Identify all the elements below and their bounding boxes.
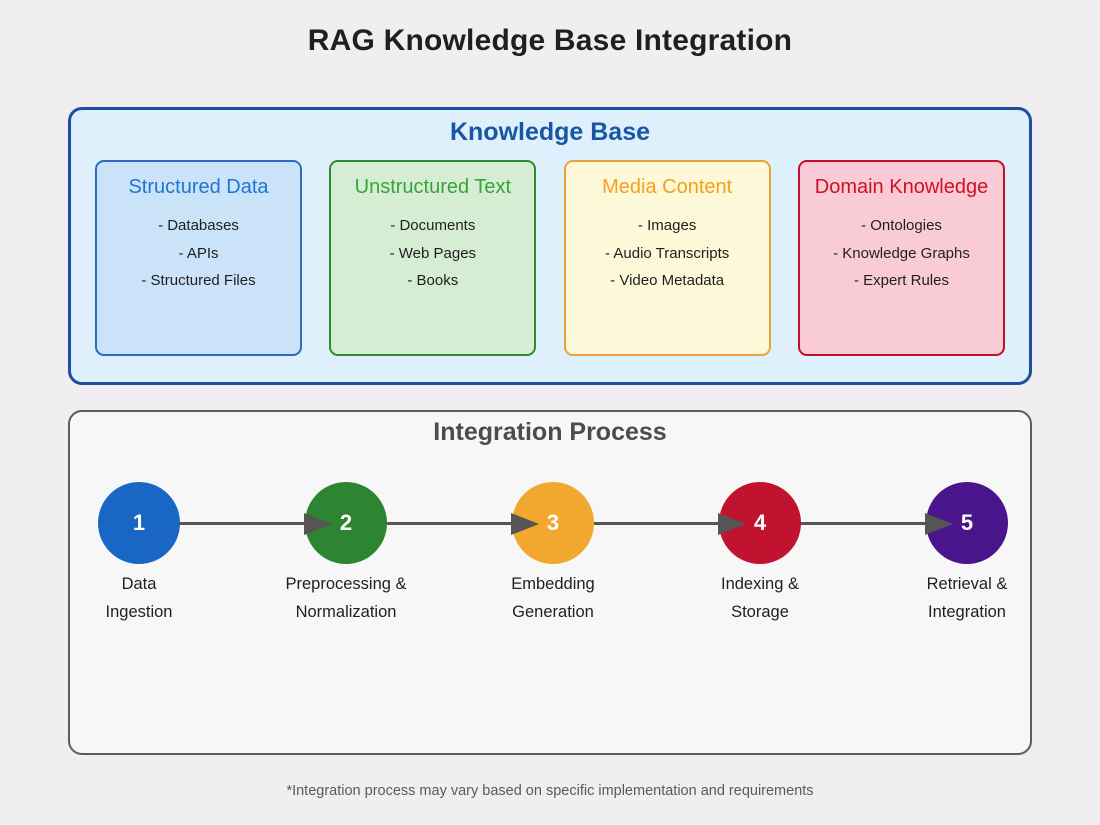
knowledge-base-title: Knowledge Base [449,118,651,146]
kb-box-media-content: Media Content - Images - Audio Transcrip… [563,160,771,356]
kb-box-item: - Knowledge Graphs [833,244,970,262]
kb-box-title: Structured Data [128,176,269,198]
step-number: 3 [546,510,560,535]
step-label-retrieval: Retrieval & Integration [867,570,1067,626]
arrow-head-icon [925,512,953,535]
kb-box-unstructured-text: Unstructured Text - Documents - Web Page… [329,160,537,356]
connector-line [760,522,967,525]
kb-box-title: Media Content [602,176,733,198]
step-label-line: Integration [928,603,1006,621]
step-label-line: Embedding [511,575,595,593]
step-label-line: Preprocessing & [285,575,407,593]
kb-box-title: Unstructured Text [354,176,512,198]
connector-line [139,522,346,525]
connector-line [553,522,760,525]
step-label-line: Ingestion [105,603,173,621]
arrow-head-icon [511,512,539,535]
step-number: 1 [132,510,146,535]
kb-box-item: - Documents [390,217,476,234]
step-number: 5 [960,510,974,535]
kb-box-item: - Books [407,272,459,289]
arrow-head-icon [718,512,746,535]
step-label-indexing: Indexing & Storage [660,570,860,626]
kb-box-item: - Web Pages [389,244,477,262]
integration-process-title: Integration Process [433,418,667,446]
step-label-line: Retrieval & [926,575,1008,593]
kb-box-domain-knowledge: Domain Knowledge - Ontologies - Knowledg… [797,160,1005,356]
step-number: 2 [339,510,353,535]
kb-box-title: Domain Knowledge [814,176,989,198]
kb-box-item: - Expert Rules [853,272,949,289]
kb-box-item: - Ontologies [861,217,942,234]
integration-process-section: Integration Process 1 2 3 4 5 Data Inge [68,410,1032,755]
step-label-line: Storage [731,603,789,621]
kb-box-item: - Video Metadata [610,272,725,289]
step-number: 4 [753,510,767,535]
step-label-line: Indexing & [721,575,799,593]
kb-box-item: - Structured Files [141,272,256,289]
kb-box-item: - Images [637,217,697,234]
step-label-embedding: Embedding Generation [453,570,653,626]
kb-box-item: - Databases [158,217,239,234]
step-label-line: Data [121,575,157,593]
knowledge-base-boxes: Structured Data - Databases - APIs - Str… [71,160,1029,356]
step-label-preprocessing: Preprocessing & Normalization [246,570,446,626]
kb-box-item: - APIs [178,244,219,262]
step-label-line: Normalization [295,603,397,621]
kb-box-item: - Audio Transcripts [605,244,730,262]
kb-box-structured-data: Structured Data - Databases - APIs - Str… [95,160,302,356]
knowledge-base-section: Knowledge Base Structured Data - Databas… [68,107,1032,385]
footnote: *Integration process may vary based on s… [286,783,814,799]
connector-line [346,522,553,525]
page-title: RAG Knowledge Base Integration [307,24,793,57]
step-circle-data-ingestion: 1 [98,482,180,564]
step-label-line: Generation [512,603,594,621]
step-label-data-ingestion: Data Ingestion [39,570,239,626]
arrow-head-icon [304,512,332,535]
